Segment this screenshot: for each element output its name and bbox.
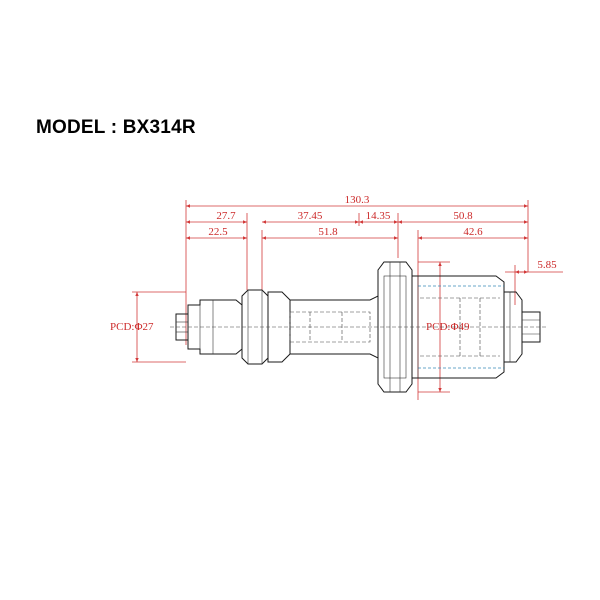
dim-27-7-label: 27.7 — [216, 210, 236, 222]
dim-22-5-label: 22.5 — [208, 226, 228, 238]
right-spoke-flange — [377, 261, 413, 393]
pcd-left-label: PCD:Φ27 — [110, 321, 154, 333]
dim-overall-label: 130.3 — [345, 194, 370, 206]
model-title: MODEL : BX314R — [36, 117, 196, 138]
dim-37-45-label: 37.45 — [298, 210, 323, 222]
freehub-body — [411, 275, 505, 379]
dim-50-8-label: 50.8 — [453, 210, 473, 222]
dim-51-8-label: 51.8 — [318, 226, 338, 238]
dimension-lines — [132, 200, 563, 400]
hub-body — [170, 261, 546, 393]
dim-14-35-label: 14.35 — [366, 210, 391, 222]
right-end-cap — [503, 291, 523, 363]
dimension-labels: 130.3 27.7 37.45 14.35 50.8 22.5 51.8 42… — [110, 194, 557, 333]
dim-5-85-label: 5.85 — [537, 259, 557, 271]
dim-42-6-label: 42.6 — [463, 226, 483, 238]
